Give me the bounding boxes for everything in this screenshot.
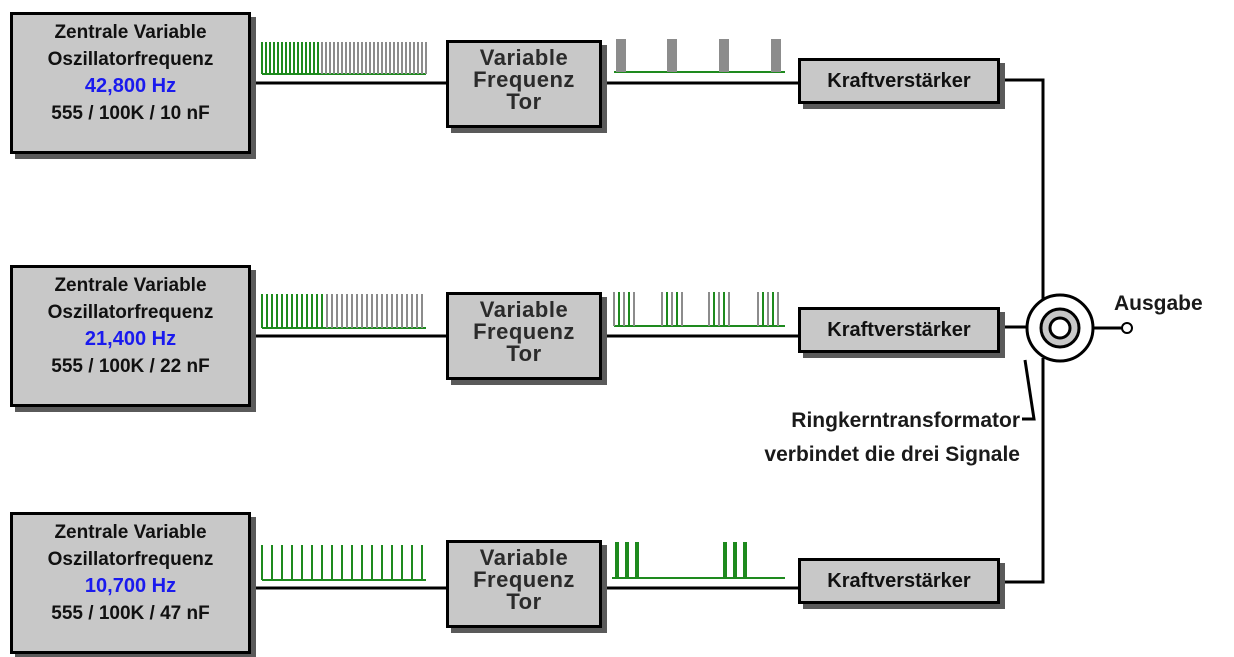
gate-line-1: Variable: [479, 297, 569, 322]
gate-line-2: Frequenz: [473, 319, 575, 344]
output-terminal: [1121, 322, 1133, 334]
gate-line-3: Tor: [506, 89, 542, 114]
gate-line-3: Tor: [506, 589, 542, 614]
wire-amp3-to-transformer: [1003, 358, 1045, 584]
amplifier-label: Kraftverstärker: [827, 70, 971, 92]
amplifier-label: Kraftverstärker: [827, 319, 971, 341]
ring-transformer: [1025, 293, 1095, 363]
transformer-label-line-2: verbindet die drei Signale: [764, 443, 1020, 466]
gated-pulse-burst: [667, 39, 677, 72]
gated-pulse-burst: [616, 39, 626, 72]
amplifier-box-3: Kraftverstärker: [798, 558, 1000, 604]
gate-line-1: Variable: [479, 45, 569, 70]
oscillator-title: Zentrale Variable: [54, 22, 207, 43]
gated-pulse-burst: [771, 39, 781, 72]
amplifier-label: Kraftverstärker: [827, 570, 971, 592]
gate-line-2: Frequenz: [473, 567, 575, 592]
gate-box-2: Variable Frequenz Tor: [446, 292, 602, 380]
transformer-label-leader: [1022, 359, 1036, 421]
gate-box-3: Variable Frequenz Tor: [446, 540, 602, 628]
gate-box-1: Variable Frequenz Tor: [446, 40, 602, 128]
oscillator-frequency: 10,700 Hz: [84, 575, 177, 597]
gate-line-2: Frequenz: [473, 67, 575, 92]
oscillator-box-2: Zentrale Variable Oszillatorfrequenz 21,…: [10, 265, 251, 407]
oscillator-components: 555 / 100K / 22 nF: [51, 356, 210, 377]
transformer-label-line-1: Ringkerntransformator: [791, 409, 1020, 432]
oscillator-subtitle: Oszillatorfrequenz: [47, 302, 214, 323]
oscillator-subtitle: Oszillatorfrequenz: [47, 49, 214, 70]
oscillator-subtitle: Oszillatorfrequenz: [47, 549, 214, 570]
oscillator-frequency: 42,800 Hz: [84, 75, 177, 97]
amplifier-box-1: Kraftverstärker: [798, 58, 1000, 104]
oscillator-box-1: Zentrale Variable Oszillatorfrequenz 42,…: [10, 12, 251, 154]
oscillator-title: Zentrale Variable: [54, 522, 207, 543]
pulse-waveforms: [261, 39, 785, 581]
oscillator-frequency: 21,400 Hz: [84, 328, 177, 350]
gate-line-1: Variable: [479, 545, 569, 570]
output-label: Ausgabe: [1114, 292, 1203, 315]
oscillator-box-3: Zentrale Variable Oszillatorfrequenz 10,…: [10, 512, 251, 654]
oscillator-components: 555 / 100K / 47 nF: [51, 603, 210, 624]
wire-amp1-to-transformer: [1003, 78, 1045, 300]
transformer-label: Ringkerntransformator verbindet die drei…: [705, 404, 1020, 472]
amplifier-box-2: Kraftverstärker: [798, 307, 1000, 353]
gated-pulse-burst: [719, 39, 729, 72]
gate-line-3: Tor: [506, 341, 542, 366]
oscillator-components: 555 / 100K / 10 nF: [51, 103, 210, 124]
oscillator-title: Zentrale Variable: [54, 275, 207, 296]
